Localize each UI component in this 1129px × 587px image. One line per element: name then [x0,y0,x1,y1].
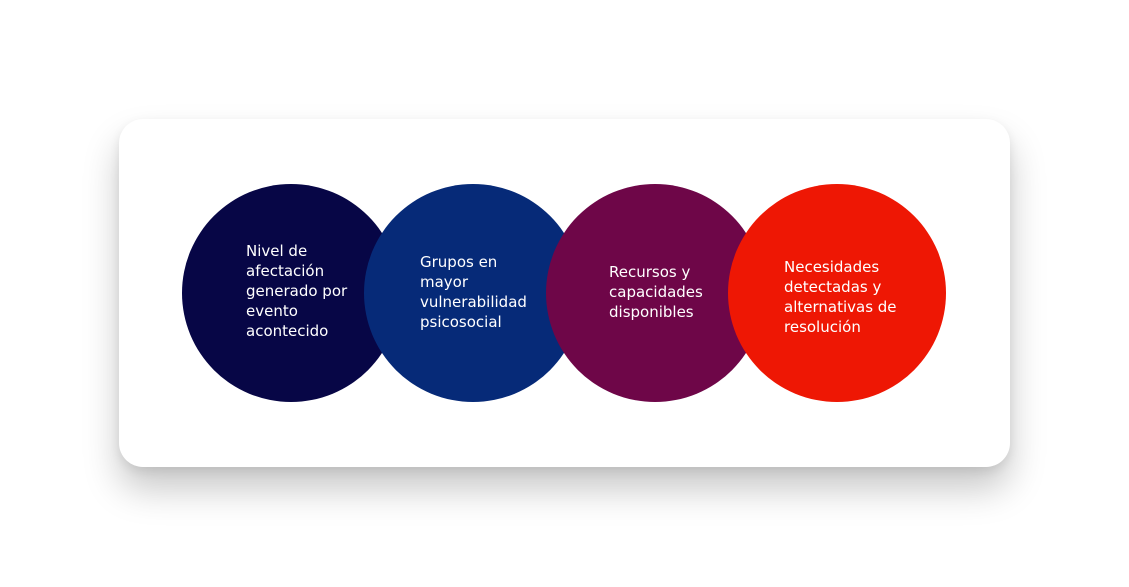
circle-grupos-vulnerabilidad [364,184,582,402]
circle-nivel-afectacion [182,184,400,402]
label-line: psicosocial [420,313,502,331]
label-line: Nivel de [246,242,308,260]
label-line: detectadas y [784,278,882,296]
label-line: afectación [246,262,325,280]
label-line: Grupos en [420,253,498,271]
label-necesidades-detectadas: Necesidades detectadas y alternativas de… [784,257,897,337]
label-line: Necesidades [784,258,880,276]
label-line: capacidades [609,283,703,301]
label-nivel-afectacion: Nivel de afectación generado por evento … [246,241,347,341]
label-recursos-capacidades: Recursos y capacidades disponibles [609,262,703,322]
label-line: generado por [246,282,348,300]
label-line: acontecido [246,322,329,340]
circle-recursos-capacidades [546,184,764,402]
circle-necesidades-detectadas [728,184,946,402]
label-line: mayor [420,273,469,291]
label-line: evento [246,302,298,320]
label-line: alternativas de [784,298,897,316]
label-line: Recursos y [609,263,691,281]
label-line: vulnerabilidad [420,293,527,311]
label-line: resolución [784,318,861,336]
label-line: disponibles [609,303,694,321]
label-grupos-vulnerabilidad: Grupos en mayor vulnerabilidad psicosoci… [420,252,527,332]
